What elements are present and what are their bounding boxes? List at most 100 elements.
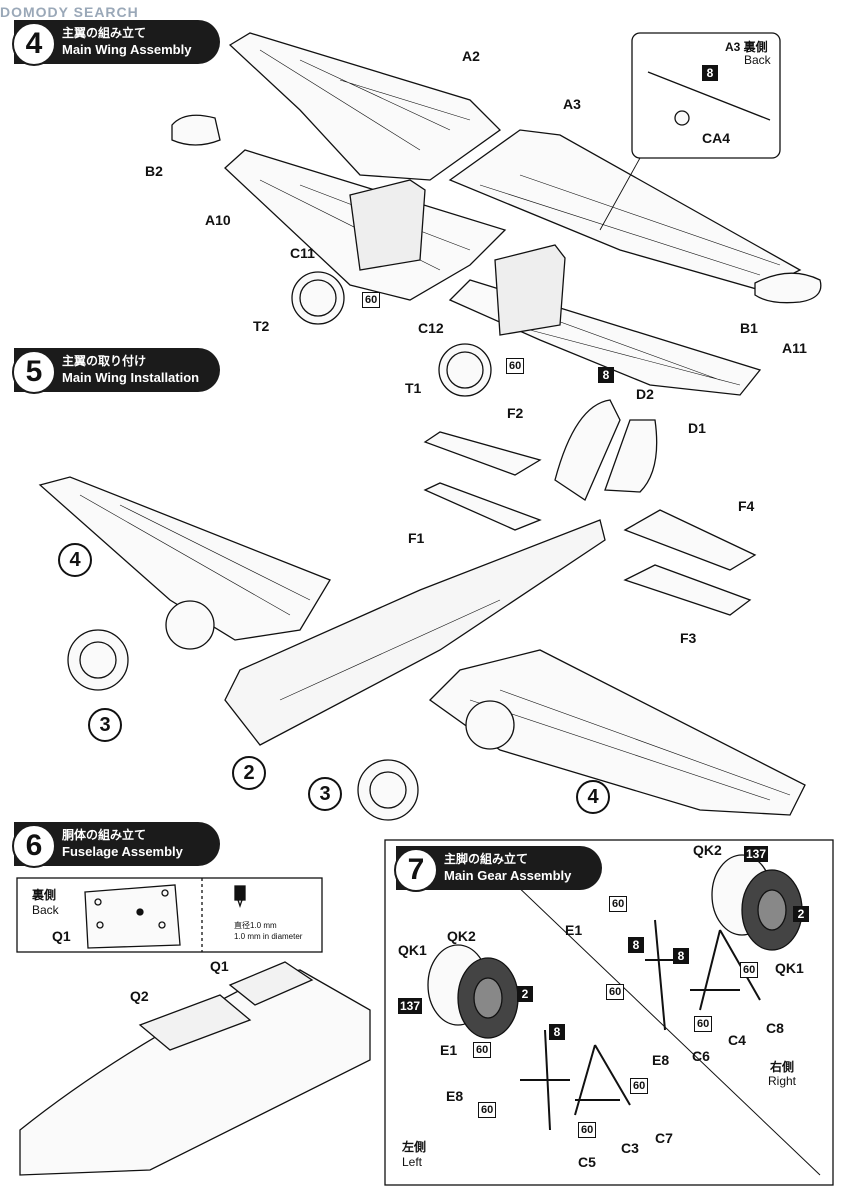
part-label-f3: F3 xyxy=(680,630,697,646)
part-label-qk2-right: QK2 xyxy=(693,842,722,858)
part-label-c7: C7 xyxy=(655,1130,673,1146)
box-60: 60 xyxy=(478,1102,497,1118)
step-number: 7 xyxy=(394,848,438,892)
part-label-a2: A2 xyxy=(462,48,480,64)
watermark: DOMODY SEARCH xyxy=(0,4,139,20)
wing-a2-drawing xyxy=(228,32,502,181)
step-title-en: Main Wing Installation xyxy=(62,370,200,385)
back-label-jp: 裏側 xyxy=(32,888,57,902)
ref-step-2: 2 xyxy=(232,756,266,790)
box-60: 60 xyxy=(609,896,628,912)
ref-step-3: 3 xyxy=(308,777,342,811)
part-label-e1-left: E1 xyxy=(440,1042,458,1058)
part-label-c12: C12 xyxy=(418,320,444,336)
part-label-e1-right: E1 xyxy=(565,922,583,938)
inset-title-en: Back xyxy=(744,53,771,67)
engine-left-drawing xyxy=(67,629,129,691)
badge-8: 8 xyxy=(598,367,614,383)
part-label-a10: A10 xyxy=(205,212,231,228)
nacelle-c12-drawing xyxy=(494,244,566,336)
badge-8: 8 xyxy=(628,937,644,953)
step-title-en: Main Wing Assembly xyxy=(62,42,192,57)
left-label-en: Left xyxy=(402,1155,423,1169)
part-label-f4: F4 xyxy=(738,498,755,514)
part-label-d2: D2 xyxy=(636,386,654,402)
part-label-b2: B2 xyxy=(145,163,163,179)
nacelle-left-drawing xyxy=(165,600,215,650)
ref-step-4: 4 xyxy=(576,780,610,814)
box-60: 60 xyxy=(362,292,381,308)
step-title-jp: 主脚の組み立て xyxy=(444,852,529,866)
step-number: 4 xyxy=(12,22,56,66)
part-label-c3: C3 xyxy=(621,1140,639,1156)
step-number: 6 xyxy=(12,824,56,868)
engine-right-drawing xyxy=(357,759,419,821)
badge-8: 8 xyxy=(702,65,718,81)
fuselage-drawing xyxy=(224,519,606,746)
part-label-q1-back: Q1 xyxy=(52,928,71,944)
part-label-e8-left: E8 xyxy=(446,1088,464,1104)
part-label-a11: A11 xyxy=(782,340,807,356)
part-label-c8: C8 xyxy=(766,1020,784,1036)
wing-a3-drawing xyxy=(448,129,802,291)
badge-137: 137 xyxy=(744,846,769,862)
box-60: 60 xyxy=(694,1016,713,1032)
box-60: 60 xyxy=(578,1122,597,1138)
strut-right-drawing xyxy=(645,919,761,1031)
badge-137: 137 xyxy=(398,998,423,1014)
drill-note-en: 1.0 mm in diameter xyxy=(234,932,303,941)
badge-8: 8 xyxy=(549,1024,565,1040)
nacelle-right-drawing xyxy=(465,700,515,750)
part-label-a3: A3 xyxy=(563,96,581,112)
part-label-d1: D1 xyxy=(688,420,706,436)
ref-step-3: 3 xyxy=(88,708,122,742)
tailplane-f1-drawing xyxy=(423,482,542,531)
step-7-header: 7 主脚の組み立て Main Gear Assembly xyxy=(394,846,602,892)
cap-b1-drawing xyxy=(754,272,822,304)
part-label-t1: T1 xyxy=(405,380,422,396)
fin-d1-drawing xyxy=(604,419,658,493)
cap-b2-drawing xyxy=(171,114,221,146)
part-label-q1: Q1 xyxy=(210,958,229,974)
badge-8: 8 xyxy=(673,948,689,964)
part-label-t2: T2 xyxy=(253,318,270,334)
step-title-jp: 胴体の組み立て xyxy=(62,828,147,842)
drill-bit-icon xyxy=(234,885,246,901)
part-label-c5: C5 xyxy=(578,1154,596,1170)
panel-q1-drawing xyxy=(228,961,314,1006)
step-title-jp: 主翼の取り付け xyxy=(62,354,147,368)
right-label-jp: 右側 xyxy=(770,1060,795,1074)
wing-left-drawing xyxy=(38,476,331,641)
part-label-qk2-left: QK2 xyxy=(447,928,476,944)
part-label-b1: B1 xyxy=(740,320,758,336)
box-60: 60 xyxy=(506,358,525,374)
tailplane-f4-drawing xyxy=(623,509,757,571)
part-label-qk1-right: QK1 xyxy=(775,960,804,976)
box-60: 60 xyxy=(630,1078,649,1094)
box-60: 60 xyxy=(473,1042,492,1058)
panel-q2-drawing xyxy=(138,994,252,1051)
step-title-en: Main Gear Assembly xyxy=(444,868,572,883)
part-label-e8-right: E8 xyxy=(652,1052,670,1068)
step-title-en: Fuselage Assembly xyxy=(62,844,183,859)
inset-title-jp: A3 裏側 xyxy=(725,40,768,54)
part-label-c4: C4 xyxy=(728,1032,746,1048)
step-number: 5 xyxy=(12,350,56,394)
strut-left-drawing xyxy=(520,1029,631,1131)
fin-d2-drawing xyxy=(554,399,621,501)
step-6-header: 6 胴体の組み立て Fuselage Assembly xyxy=(12,822,220,868)
left-label-jp: 左側 xyxy=(402,1140,427,1154)
tailplane-f3-drawing xyxy=(623,564,752,616)
step-title-jp: 主翼の組み立て xyxy=(62,26,147,40)
part-label-c11: C11 xyxy=(290,245,315,261)
badge-2: 2 xyxy=(517,986,533,1002)
step-4-header: 4 主翼の組み立て Main Wing Assembly xyxy=(12,20,220,66)
part-label-qk1-left: QK1 xyxy=(398,942,427,958)
box-60: 60 xyxy=(606,984,625,1000)
part-label-ca4: CA4 xyxy=(702,130,731,146)
q1-back-plate xyxy=(84,884,181,949)
fuselage-upper-drawing xyxy=(19,969,371,1176)
nacelle-c11-drawing xyxy=(349,179,426,271)
back-label-en: Back xyxy=(32,903,59,917)
